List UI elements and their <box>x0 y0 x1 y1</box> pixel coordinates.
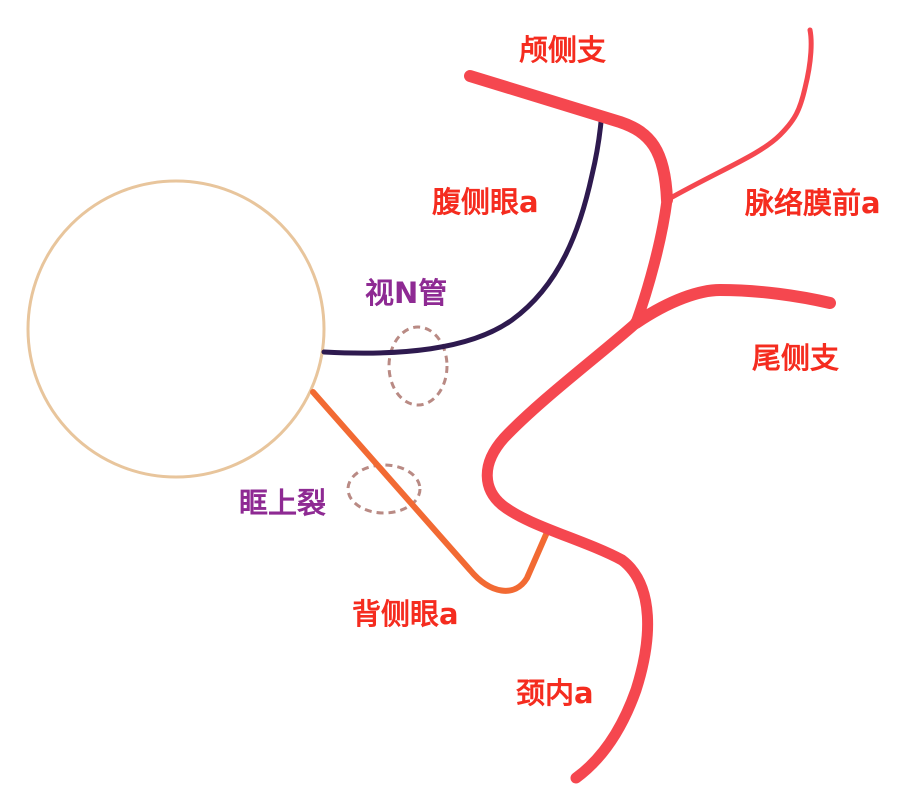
label-ventral-ophthalmic-artery: 腹侧眼a <box>432 185 539 219</box>
choroidal-anterior-artery <box>664 27 814 203</box>
superior-orbital-fissure-ellipse <box>346 463 422 515</box>
label-superior-orbital-fissure: 眶上裂 <box>239 486 327 520</box>
temporal-branch-artery <box>464 70 673 206</box>
dorsal-ophthalmic-artery <box>310 389 551 594</box>
label-temporal-branch: 颅侧支 <box>519 33 607 67</box>
label-caudal-branch: 尾侧支 <box>752 341 840 375</box>
label-choroidal-anterior-artery: 脉络膜前a <box>745 186 881 220</box>
eyeball-circle <box>26 179 326 479</box>
optic-canal-ellipse <box>387 325 449 407</box>
caudal-branch-artery <box>630 283 836 329</box>
label-optic-canal: 视N管 <box>365 276 448 310</box>
label-internal-carotid-artery: 颈内a <box>516 676 594 710</box>
ventral-ophthalmic-artery <box>321 119 604 356</box>
label-dorsal-ophthalmic-artery: 背侧眼a <box>352 597 459 631</box>
